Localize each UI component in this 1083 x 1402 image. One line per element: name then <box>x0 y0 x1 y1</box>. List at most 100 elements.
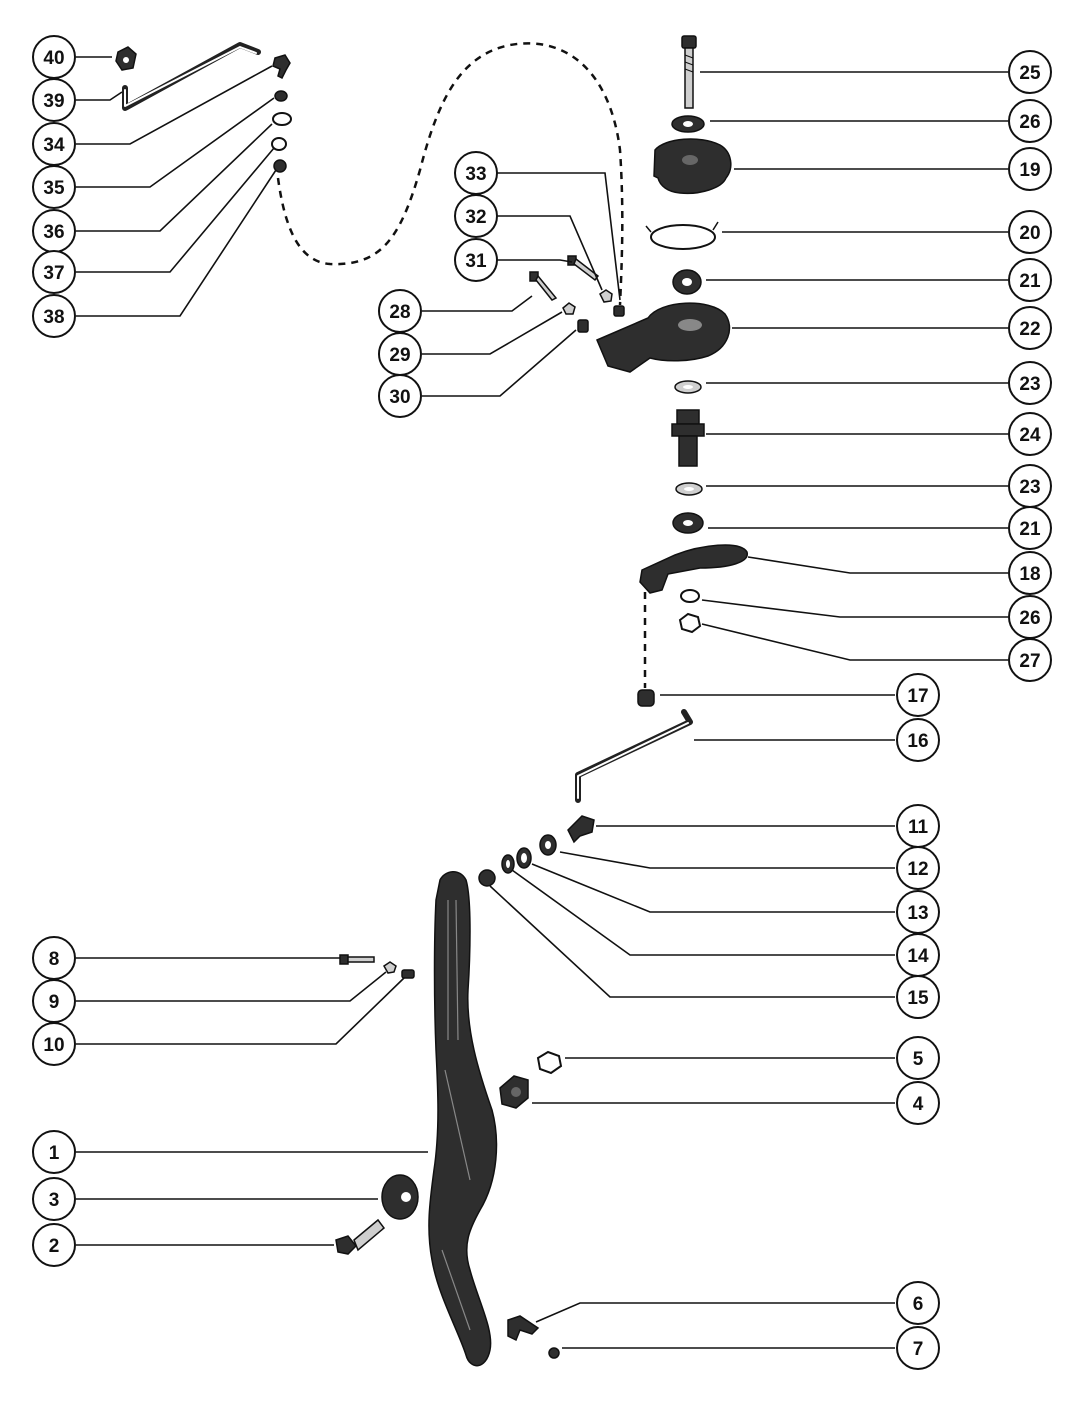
svg-text:37: 37 <box>43 263 64 284</box>
svg-text:13: 13 <box>907 903 928 924</box>
ball-joint-11 <box>567 815 595 844</box>
callout-27: 27 <box>1008 638 1052 682</box>
callout-4: 4 <box>896 1081 940 1125</box>
callout-15: 15 <box>896 975 940 1019</box>
svg-text:3: 3 <box>49 1190 60 1211</box>
svg-text:25: 25 <box>1019 63 1041 84</box>
washer-23-upper <box>674 380 702 394</box>
screw-31 <box>567 255 600 282</box>
callout-23-lower: 23 <box>1008 464 1052 508</box>
callout-25: 25 <box>1008 50 1052 94</box>
link-rod-16 <box>575 709 693 803</box>
svg-text:26: 26 <box>1019 112 1040 133</box>
svg-text:33: 33 <box>465 164 486 185</box>
ball-joint-34 <box>272 54 291 80</box>
callout-7: 7 <box>896 1326 940 1370</box>
nut-40 <box>115 46 137 71</box>
callout-26: 26 <box>1008 99 1052 143</box>
svg-text:21: 21 <box>1019 519 1041 540</box>
nut-38 <box>273 159 287 173</box>
svg-text:35: 35 <box>43 178 65 199</box>
svg-text:26: 26 <box>1019 608 1040 629</box>
svg-text:28: 28 <box>389 302 410 323</box>
cover-19 <box>653 138 732 195</box>
callout-23: 23 <box>1008 361 1052 405</box>
callout-24: 24 <box>1008 412 1052 456</box>
svg-text:7: 7 <box>913 1339 924 1360</box>
svg-text:18: 18 <box>1019 564 1040 585</box>
callout-39: 39 <box>32 78 76 122</box>
svg-text:38: 38 <box>43 307 64 328</box>
svg-text:24: 24 <box>1019 425 1041 446</box>
svg-text:34: 34 <box>43 135 65 156</box>
callout-10: 10 <box>32 1022 76 1066</box>
svg-text:12: 12 <box>907 859 928 880</box>
callout-35: 35 <box>32 165 76 209</box>
washer-37 <box>271 137 287 151</box>
svg-text:16: 16 <box>907 731 928 752</box>
washer-21-upper <box>672 269 702 295</box>
callout-21-lower: 21 <box>1008 506 1052 550</box>
callout-12: 12 <box>896 846 940 890</box>
callout-19: 19 <box>1008 147 1052 191</box>
svg-text:27: 27 <box>1019 651 1040 672</box>
svg-text:2: 2 <box>49 1236 60 1257</box>
bushing-4 <box>499 1075 529 1109</box>
ball-joint-6 <box>507 1315 540 1342</box>
washer-14 <box>501 854 515 874</box>
screw-28 <box>529 271 558 301</box>
svg-text:36: 36 <box>43 222 64 243</box>
svg-text:40: 40 <box>43 48 64 69</box>
callout-9: 9 <box>32 979 76 1023</box>
washer-26-lower <box>680 589 700 603</box>
washer-12 <box>539 834 557 856</box>
callout-26-lower: 26 <box>1008 595 1052 639</box>
callout-31: 31 <box>454 238 498 282</box>
svg-text:23: 23 <box>1019 374 1040 395</box>
svg-text:39: 39 <box>43 91 64 112</box>
svg-text:19: 19 <box>1019 160 1040 181</box>
svg-text:31: 31 <box>465 251 487 272</box>
washer-21-lower <box>672 512 704 534</box>
callout-14: 14 <box>896 933 940 977</box>
svg-text:6: 6 <box>913 1294 924 1315</box>
throttle-arm-1 <box>428 871 498 1367</box>
svg-text:30: 30 <box>389 387 410 408</box>
lever-18 <box>639 544 748 594</box>
svg-text:29: 29 <box>389 345 410 366</box>
bolt-25 <box>681 35 697 109</box>
callout-13: 13 <box>896 890 940 934</box>
svg-text:23: 23 <box>1019 477 1040 498</box>
callout-17: 17 <box>896 673 940 717</box>
callout-37: 37 <box>32 250 76 294</box>
nut-10 <box>401 969 415 979</box>
nut-5 <box>536 1050 563 1075</box>
bolt-2 <box>335 1218 386 1255</box>
callout-36: 36 <box>32 209 76 253</box>
callout-20: 20 <box>1008 210 1052 254</box>
svg-text:8: 8 <box>49 949 60 970</box>
spring-20 <box>645 221 719 250</box>
callout-11: 11 <box>896 804 940 848</box>
nut-7 <box>548 1347 560 1359</box>
callout-18: 18 <box>1008 551 1052 595</box>
callout-22: 22 <box>1008 306 1052 350</box>
callout-16: 16 <box>896 718 940 762</box>
screw-8 <box>339 954 375 965</box>
callout-6: 6 <box>896 1281 940 1325</box>
svg-text:22: 22 <box>1019 319 1040 340</box>
callout-40: 40 <box>32 35 76 79</box>
washer-9 <box>383 961 397 974</box>
spacer-3 <box>381 1174 419 1220</box>
svg-text:17: 17 <box>907 686 928 707</box>
callout-32: 32 <box>454 194 498 238</box>
callout-29: 29 <box>378 332 422 376</box>
nut-32 <box>599 289 613 303</box>
callout-28: 28 <box>378 289 422 333</box>
leader-lines <box>76 56 1008 1349</box>
cap-17 <box>637 689 655 707</box>
callout-3: 3 <box>32 1177 76 1221</box>
svg-text:21: 21 <box>1019 271 1041 292</box>
washer-26-top <box>671 115 705 133</box>
